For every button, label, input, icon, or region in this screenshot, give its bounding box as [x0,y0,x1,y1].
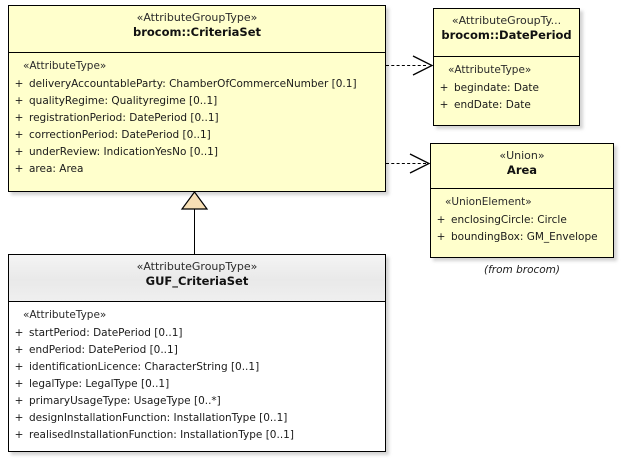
attribute-row[interactable]: + area: Area [9,161,385,178]
dependency-line-date-period [386,65,426,66]
class-stereotype: «AttributeGroupType» [136,11,258,24]
attribute-label: legalType: LegalType [0..1] [29,378,170,390]
generalization-triangle-outline [180,190,209,210]
class-box-date-period[interactable]: «AttributeGroupTy... brocom::DatePeriod … [433,8,580,126]
attribute-group-stereotype: «AttributeType» [448,64,532,76]
visibility-marker: + [436,231,446,243]
attribute-label: primaryUsageType: UsageType [0..*] [29,395,221,407]
attribute-label: area: Area [29,163,84,175]
class-body-guf-criteria-set: «AttributeType» + startPeriod: DatePerio… [9,302,385,449]
attribute-label: underReview: IndicationYesNo [0..1] [29,146,218,158]
class-body-date-period: «AttributeType» + begindate: Date + endD… [434,57,579,119]
attribute-row[interactable]: + endDate: Date [434,97,579,114]
attribute-label: enclosingCircle: Circle [451,214,567,226]
attribute-row[interactable]: + endPeriod: DatePeriod [0..1] [9,342,385,359]
visibility-marker: + [14,78,24,90]
class-box-area[interactable]: «Union» Area «UnionElement» + enclosingC… [430,143,614,258]
dependency-open-arrow-icon [412,55,434,76]
visibility-marker: + [14,163,24,175]
class-title: GUF_CriteriaSet [145,274,249,288]
attribute-label: correctionPeriod: DatePeriod [0..1] [29,129,211,141]
attribute-label: designInstallationFunction: Installation… [29,412,288,424]
attribute-row[interactable]: + identificationLicence: CharacterString… [9,359,385,376]
attribute-group-stereotype: «AttributeType» [23,60,107,72]
attribute-row[interactable]: + primaryUsageType: UsageType [0..*] [9,393,385,410]
class-box-criteria-set[interactable]: «AttributeGroupType» brocom::CriteriaSet… [8,5,386,192]
visibility-marker: + [14,361,24,373]
attribute-group-stereotype: «AttributeType» [23,309,107,321]
attribute-label: realisedInstallationFunction: Installati… [29,429,294,441]
attribute-row[interactable]: + registrationPeriod: DatePeriod [0..1] [9,110,385,127]
attribute-label: identificationLicence: CharacterString [… [29,361,260,373]
class-title: Area [506,163,538,177]
attribute-row[interactable]: + begindate: Date [434,80,579,97]
attribute-label: startPeriod: DatePeriod [0..1] [29,327,183,339]
class-body-criteria-set: «AttributeType» + deliveryAccountablePar… [9,53,385,183]
attribute-row[interactable]: + enclosingCircle: Circle [431,212,613,229]
attribute-label: begindate: Date [454,82,540,94]
class-header-guf-criteria-set: «AttributeGroupType» GUF_CriteriaSet [9,255,385,302]
class-body-area: «UnionElement» + enclosingCircle: Circle… [431,189,613,251]
dependency-open-arrow-icon [409,153,431,174]
attribute-row[interactable]: + deliveryAccountableParty: ChamberOfCom… [9,76,385,93]
visibility-marker: + [14,327,24,339]
visibility-marker: + [439,82,449,94]
attribute-row[interactable]: + boundingBox: GM_Envelope [431,229,613,246]
class-header-criteria-set: «AttributeGroupType» brocom::CriteriaSet [9,6,385,53]
visibility-marker: + [14,146,24,158]
attribute-label: qualityRegime: Qualityregime [0..1] [29,95,218,107]
attribute-row[interactable]: + designInstallationFunction: Installati… [9,410,385,427]
attribute-row[interactable]: + qualityRegime: Qualityregime [0..1] [9,93,385,110]
attribute-label: registrationPeriod: DatePeriod [0..1] [29,112,219,124]
class-header-area: «Union» Area [431,144,613,189]
class-stereotype: «AttributeGroupTy... [451,14,562,27]
visibility-marker: + [14,129,24,141]
visibility-marker: + [14,429,24,441]
attribute-row[interactable]: + legalType: LegalType [0..1] [9,376,385,393]
visibility-marker: + [14,395,24,407]
attribute-label: boundingBox: GM_Envelope [451,231,598,243]
visibility-marker: + [14,344,24,356]
class-stereotype: «AttributeGroupType» [136,260,258,273]
attribute-label: endDate: Date [454,99,531,111]
union-element-stereotype: «UnionElement» [445,196,532,208]
area-package-note: (from brocom) [483,264,561,276]
generalization-line [194,208,195,254]
attribute-row[interactable]: + startPeriod: DatePeriod [0..1] [9,325,385,342]
visibility-marker: + [439,99,449,111]
visibility-marker: + [14,112,24,124]
class-title: brocom::CriteriaSet [132,25,261,39]
dependency-line-area [386,163,426,164]
attribute-row[interactable]: + correctionPeriod: DatePeriod [0..1] [9,127,385,144]
attribute-label: deliveryAccountableParty: ChamberOfComme… [29,78,357,90]
visibility-marker: + [436,214,446,226]
class-box-guf-criteria-set[interactable]: «AttributeGroupType» GUF_CriteriaSet «At… [8,254,386,452]
attribute-row[interactable]: + realisedInstallationFunction: Installa… [9,427,385,444]
class-title: brocom::DatePeriod [441,28,572,42]
attribute-label: endPeriod: DatePeriod [0..1] [29,344,178,356]
attribute-row[interactable]: + underReview: IndicationYesNo [0..1] [9,144,385,161]
visibility-marker: + [14,95,24,107]
visibility-marker: + [14,378,24,390]
visibility-marker: + [14,412,24,424]
class-header-date-period: «AttributeGroupTy... brocom::DatePeriod [434,9,579,57]
class-stereotype: «Union» [499,149,545,162]
